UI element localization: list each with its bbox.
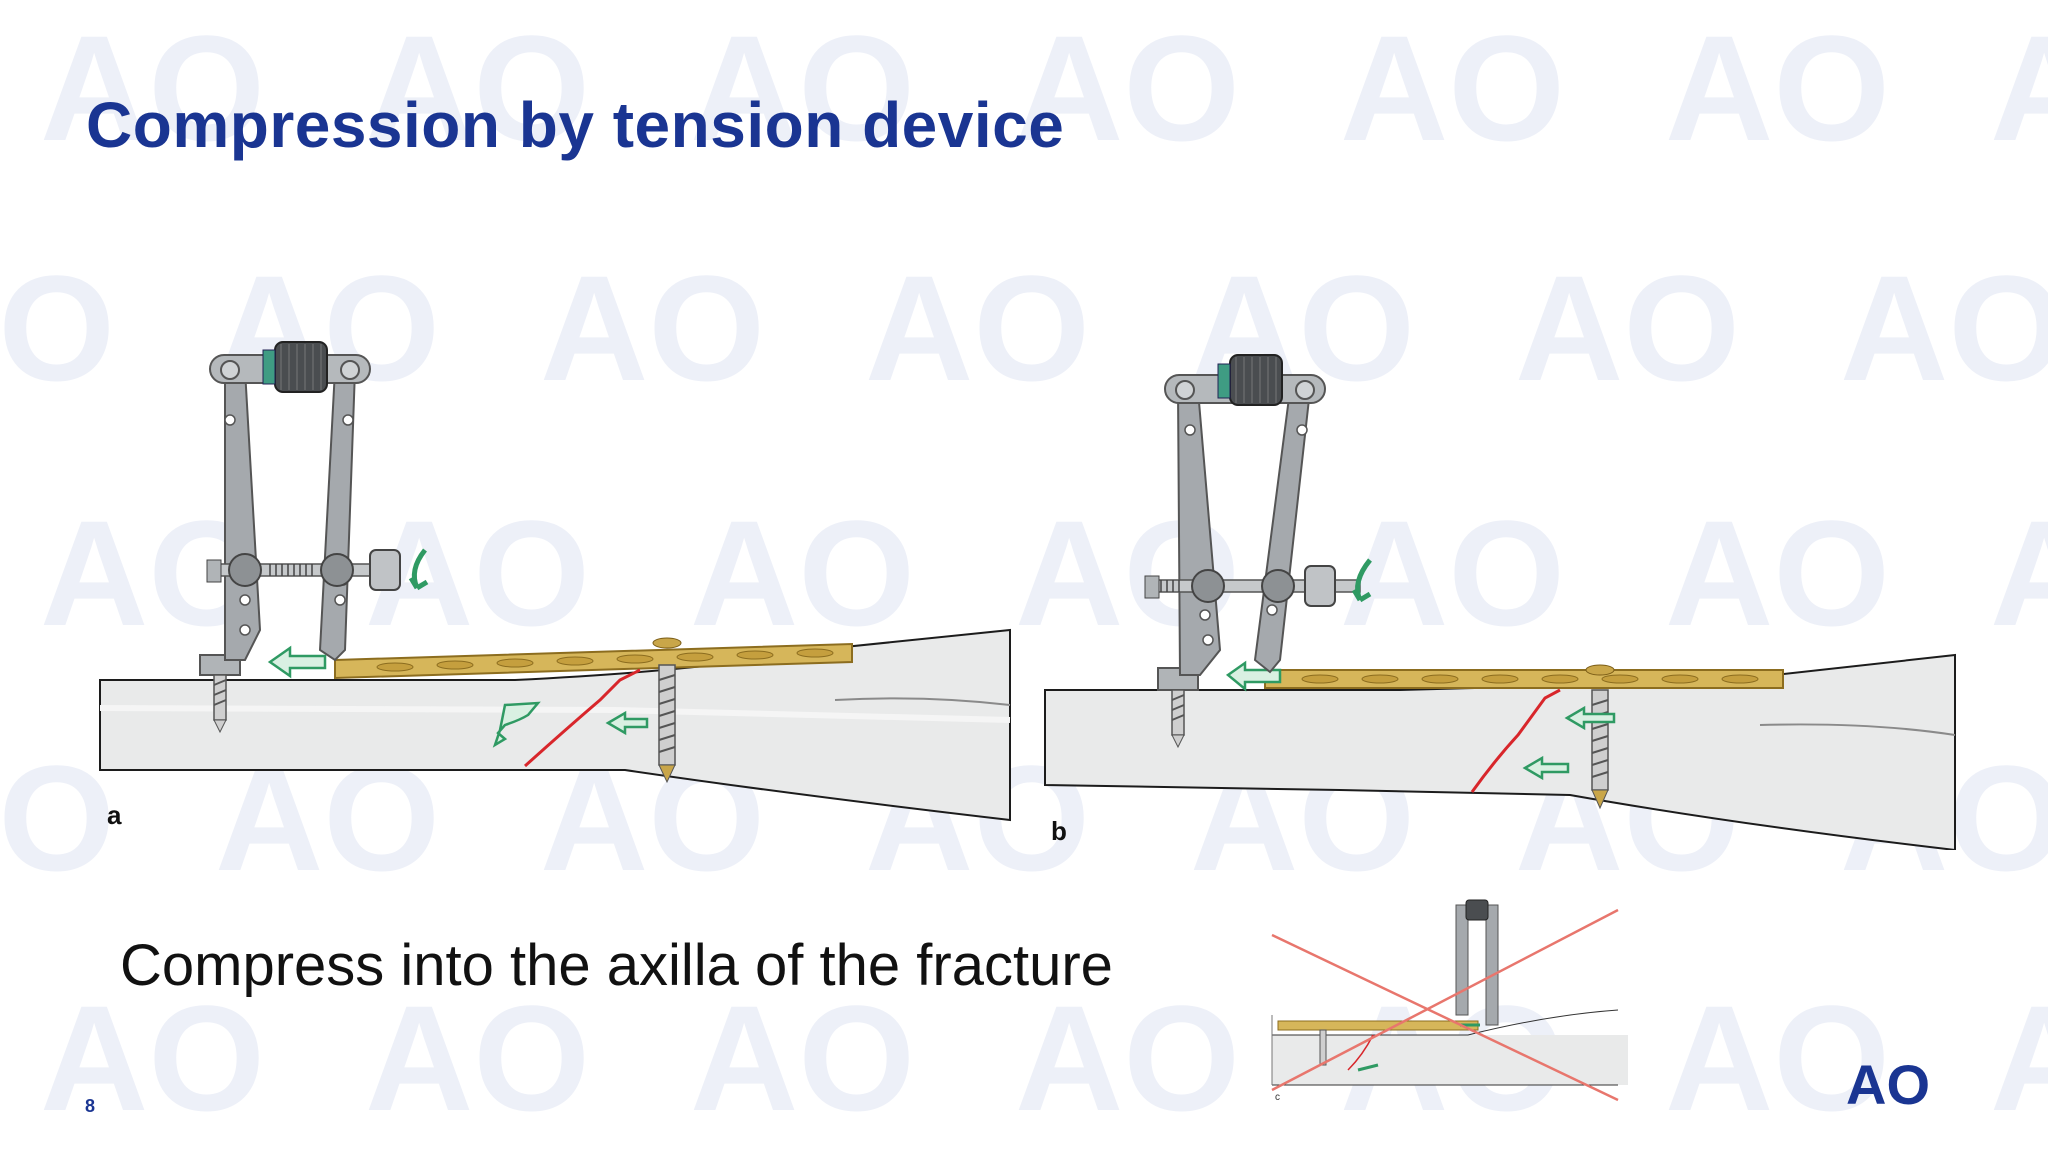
device-right-arm (1485, 904, 1499, 1026)
plate-holes (376, 648, 834, 672)
fracture-line[interactable] (1470, 688, 1561, 793)
figure-c-incorrect-technique (1271, 899, 1628, 1102)
push-arrow-icon (492, 701, 541, 748)
slide-caption: Compress into the axilla of the fracture (120, 933, 1113, 998)
bone-screw (1319, 1029, 1327, 1066)
device-left-arm[interactable] (1176, 389, 1222, 676)
watermark-glyph: AO (1990, 489, 2048, 657)
watermark-glyph: AO (365, 974, 590, 1142)
fracture-line[interactable] (523, 668, 641, 768)
ao-logo: AO (1846, 1054, 1930, 1114)
watermark-glyph: AO (1665, 4, 1890, 172)
page-number: 8 (85, 1096, 96, 1116)
cross-mark-icon (1271, 908, 1619, 1102)
watermark-glyph: AO (40, 974, 265, 1142)
device-knurled-knob[interactable] (1229, 354, 1283, 406)
panel-label-b: b (1051, 816, 1067, 846)
device-threaded-rod (206, 549, 401, 591)
figure-b-tension-device (1044, 354, 1956, 850)
panel-label-a: a (107, 800, 122, 830)
push-arrow-icon (605, 710, 649, 736)
device-knurled-knob (1465, 899, 1489, 921)
rotation-arrow-icon (408, 548, 429, 591)
watermark-glyph: AO (1015, 974, 1240, 1142)
plate (1277, 1020, 1479, 1031)
plate-holes (1301, 674, 1759, 684)
device-left-arm[interactable] (224, 369, 262, 661)
push-arrow-icon (1522, 755, 1570, 781)
bone-inner-line (834, 697, 1011, 706)
bone-shadow (99, 705, 1011, 723)
watermark-glyph: AO (1340, 4, 1565, 172)
figure-a-tension-device (99, 341, 1011, 822)
device-left-arm (1455, 904, 1469, 1016)
panel-label-c: c (1275, 1092, 1280, 1103)
device-knurled-knob[interactable] (274, 341, 328, 393)
push-arrow-icon (1225, 660, 1282, 692)
bone-shape (1272, 1035, 1628, 1085)
ao-logo-text: AO (1846, 1054, 1930, 1114)
rotation-arrow-icon (1351, 558, 1372, 603)
bone-screw (652, 637, 682, 784)
push-arrow-icon (267, 645, 327, 679)
device-anchor-screw (1171, 689, 1185, 749)
watermark-glyph: AO (690, 974, 915, 1142)
device-right-arm[interactable] (318, 369, 357, 662)
device-threaded-rod (1144, 565, 1361, 607)
bone-inner-line (1759, 723, 1956, 736)
device-anchor-screw (213, 674, 227, 734)
push-arrow-icon (1357, 1063, 1379, 1072)
plate (1264, 669, 1784, 689)
slide-title: Compression by tension device (86, 89, 1065, 161)
watermark-glyph: AO (1990, 4, 2048, 172)
watermark-glyph: AO (1990, 974, 2048, 1142)
push-arrow-icon (1564, 705, 1616, 731)
